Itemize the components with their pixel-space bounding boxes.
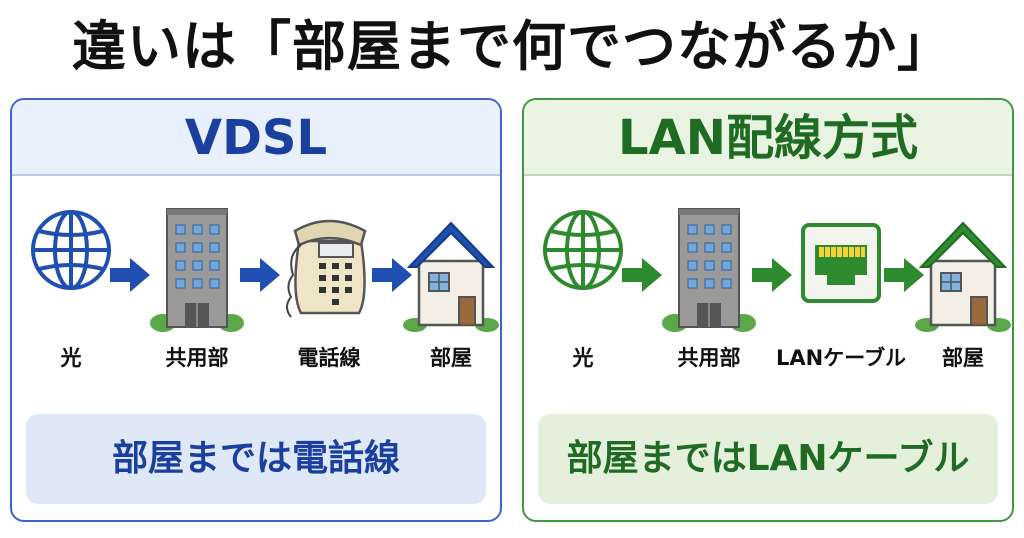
lan-step-common-area: 共用部 bbox=[654, 205, 764, 375]
lan-summary: 部屋まではLANケーブル bbox=[538, 414, 998, 504]
vdsl-step-label-3: 電話線 bbox=[297, 346, 361, 370]
lan-step-lan-cable: LANケーブル bbox=[776, 205, 906, 375]
vdsl-step-room: 部屋 bbox=[396, 205, 500, 375]
house-icon bbox=[403, 221, 499, 332]
vdsl-step-label-2: 共用部 bbox=[165, 346, 229, 370]
building-icon bbox=[662, 208, 756, 332]
lan-header: LAN配線方式 bbox=[524, 100, 1012, 176]
globe-icon bbox=[543, 210, 623, 290]
lan-step-fiber: 光 bbox=[528, 205, 638, 375]
vdsl-step-fiber: 光 bbox=[16, 205, 126, 375]
telephone-icon bbox=[286, 219, 367, 318]
vdsl-header: VDSL bbox=[12, 100, 500, 176]
arrow-right-icon bbox=[110, 258, 150, 292]
lan-step-room: 部屋 bbox=[908, 205, 1012, 375]
page-title: 違いは「部屋まで何でつながるか」 bbox=[72, 15, 952, 78]
building-icon bbox=[150, 208, 244, 332]
arrow-right-icon bbox=[622, 258, 662, 292]
vdsl-panel: VDSL 光 bbox=[10, 98, 502, 522]
arrow-right-icon bbox=[240, 258, 280, 292]
vdsl-step-label-1: 光 bbox=[60, 346, 82, 370]
lan-panel: LAN配線方式 光 bbox=[522, 98, 1014, 522]
house-icon bbox=[915, 221, 1011, 332]
arrow-right-icon bbox=[752, 258, 792, 292]
vdsl-step-label-4: 部屋 bbox=[430, 346, 472, 370]
vdsl-step-phone-line: 電話線 bbox=[274, 205, 384, 375]
lan-step-label-3: LANケーブル bbox=[776, 346, 906, 370]
vdsl-summary: 部屋までは電話線 bbox=[26, 414, 486, 504]
lan-step-label-4: 部屋 bbox=[942, 346, 984, 370]
lan-step-label-1: 光 bbox=[572, 346, 594, 370]
lan-step-label-2: 共用部 bbox=[677, 346, 741, 370]
lan-port-icon bbox=[801, 223, 881, 303]
globe-icon bbox=[31, 210, 111, 290]
vdsl-step-common-area: 共用部 bbox=[142, 205, 252, 375]
arrow-right-icon bbox=[884, 258, 924, 292]
arrow-right-icon bbox=[372, 258, 412, 292]
